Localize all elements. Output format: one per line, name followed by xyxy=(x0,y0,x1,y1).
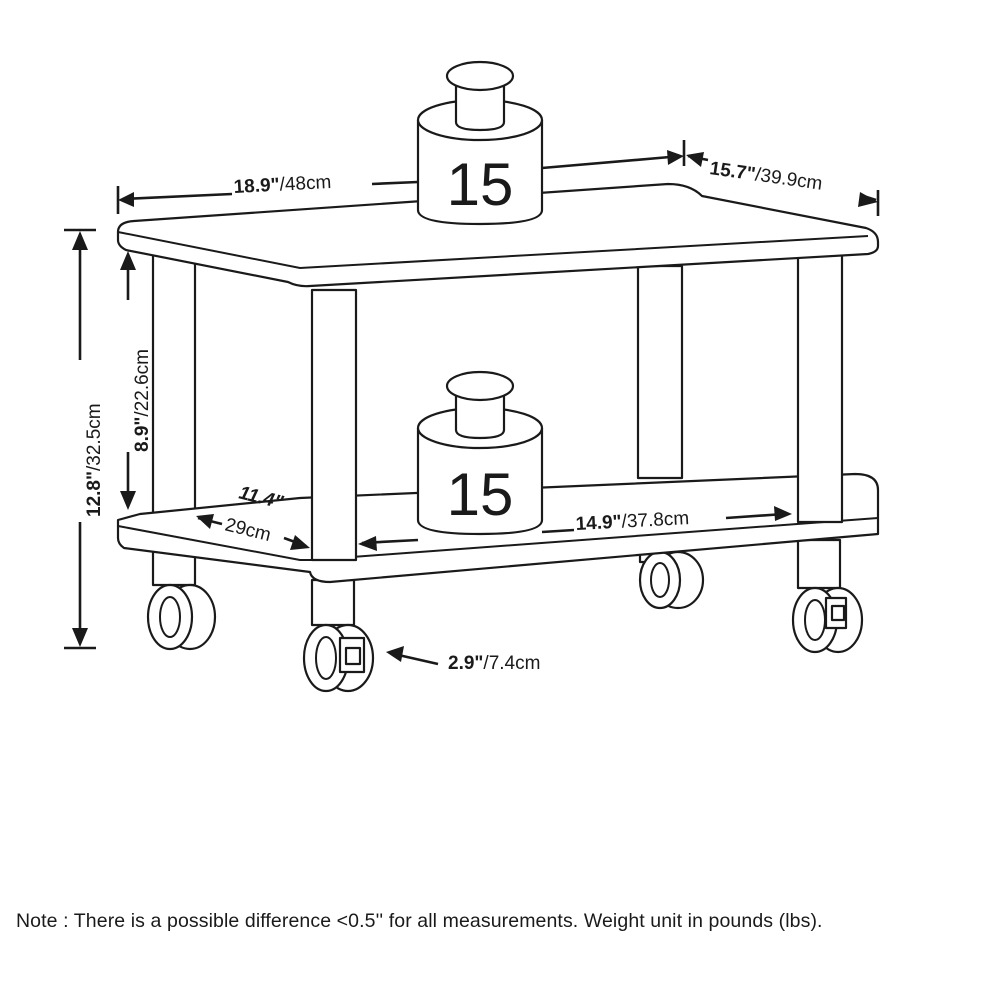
height-inches: 12.8" xyxy=(84,471,105,517)
height-cm: /32.5cm xyxy=(84,403,105,471)
dimension-height: 12.8"/32.5cm xyxy=(64,228,105,650)
weight-top: 15 xyxy=(416,60,544,226)
depth-inches: 15.7" xyxy=(708,158,756,185)
weight-bottom: 15 xyxy=(416,370,544,536)
post-front-left xyxy=(310,288,358,562)
width-inches: 18.9" xyxy=(233,175,280,198)
caster-front-right xyxy=(791,538,864,654)
svg-text:8.9"/22.6cm: 8.9"/22.6cm xyxy=(132,349,153,452)
weight-top-label: 15 xyxy=(447,151,514,218)
shelf-gap-inches: 8.9" xyxy=(132,417,153,452)
width-cm: /48cm xyxy=(279,172,332,196)
caster-cm: /7.4cm xyxy=(483,653,540,674)
svg-text:14.9"/37.8cm: 14.9"/37.8cm xyxy=(575,508,690,535)
svg-text:2.9"/7.4cm: 2.9"/7.4cm xyxy=(448,653,540,674)
svg-text:12.8"/32.5cm: 12.8"/32.5cm xyxy=(84,403,105,517)
dimension-width: 18.9"/48cm xyxy=(116,140,686,214)
svg-text:18.9"/48cm: 18.9"/48cm xyxy=(233,172,332,198)
svg-text:15.7"/39.9cm: 15.7"/39.9cm xyxy=(708,158,823,195)
caster-front-left xyxy=(302,578,375,693)
post-back-left xyxy=(151,250,197,524)
measurement-note: Note : There is a possible difference <0… xyxy=(16,910,823,932)
post-back-right xyxy=(636,264,684,480)
dimension-caster: 2.9"/7.4cm xyxy=(386,646,540,674)
depth-cm: /39.9cm xyxy=(754,165,824,195)
dimension-inner-width: 14.9"/37.8cm xyxy=(358,506,792,551)
top-shelf xyxy=(116,182,880,288)
shelf-gap-cm: /22.6cm xyxy=(132,349,153,417)
dimension-shelf-gap: 8.9"/22.6cm xyxy=(120,251,153,510)
post-front-right xyxy=(796,250,844,524)
inner-width-cm: /37.8cm xyxy=(621,508,690,533)
weight-bottom-label: 15 xyxy=(447,461,514,528)
caster-inches: 2.9" xyxy=(448,653,483,674)
inner-width-inches: 14.9" xyxy=(575,512,622,535)
